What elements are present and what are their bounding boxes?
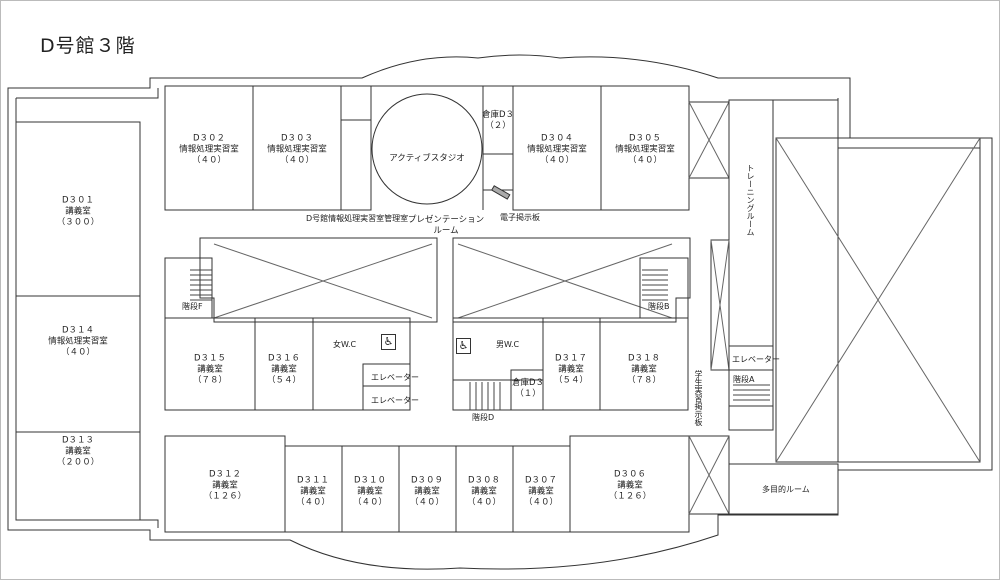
storage-d3-2: 倉庫D３（２）	[481, 110, 515, 131]
inner-wall	[837, 98, 981, 462]
mgmt-room-label: D号館情報処理実習室管理室	[306, 214, 409, 223]
elevator-label-1: エレベーター	[371, 373, 419, 382]
floor-title: D号館３階	[40, 35, 136, 57]
void-left	[199, 237, 438, 323]
elevator-left-2	[362, 385, 411, 411]
shaft-mid	[710, 239, 730, 371]
room-d314-outline	[15, 295, 141, 433]
e-board-mark	[491, 185, 511, 200]
stairs-b-lines	[642, 269, 668, 301]
mgmt-room-outline	[340, 85, 372, 211]
stairs-b-label: 階段B	[648, 302, 670, 311]
accessible-toilet-icon: ♿	[456, 338, 471, 354]
room-d313-outline	[15, 431, 141, 521]
stairs-d-lines	[469, 382, 501, 410]
stairs-a	[728, 369, 774, 407]
stairs-f-lines	[190, 269, 212, 301]
void-cross	[775, 137, 981, 463]
shaft-cross	[688, 101, 730, 179]
shaft-cross	[688, 435, 730, 515]
elevator-label-3: エレベーター	[732, 355, 780, 364]
active-studio-outline	[371, 93, 483, 205]
void-right	[775, 137, 981, 463]
multipurpose-label: 多目的ルーム	[762, 485, 810, 494]
shaft-cross	[710, 239, 730, 371]
inner-wall	[729, 99, 839, 462]
mens-wc-label: 男W.C	[496, 340, 520, 349]
stairs-f-label: 階段F	[182, 302, 203, 311]
stairs-d-label: 階段D	[472, 413, 495, 422]
multipurpose-outline	[728, 463, 839, 515]
elevator-label-2: エレベーター	[371, 396, 419, 405]
void-cross	[457, 243, 673, 319]
storage-d3-1: 倉庫D３（１）	[511, 378, 545, 399]
womens-wc-label: 女W.C	[333, 340, 357, 349]
active-studio-label: アクティブスタジオ	[389, 153, 465, 164]
presentation-room-label: プレゼンテーションルーム	[407, 215, 485, 236]
e-board-label: 電子掲示板	[500, 213, 540, 222]
student-board-label: 学生実習掲示板	[694, 370, 703, 426]
stairs-a-lines	[733, 384, 770, 401]
training-room-label: トレーニングルーム	[746, 164, 755, 236]
void-cross	[213, 243, 433, 319]
accessible-toilet-icon: ♿	[381, 334, 396, 350]
stairs-a-label: 階段A	[733, 375, 755, 384]
